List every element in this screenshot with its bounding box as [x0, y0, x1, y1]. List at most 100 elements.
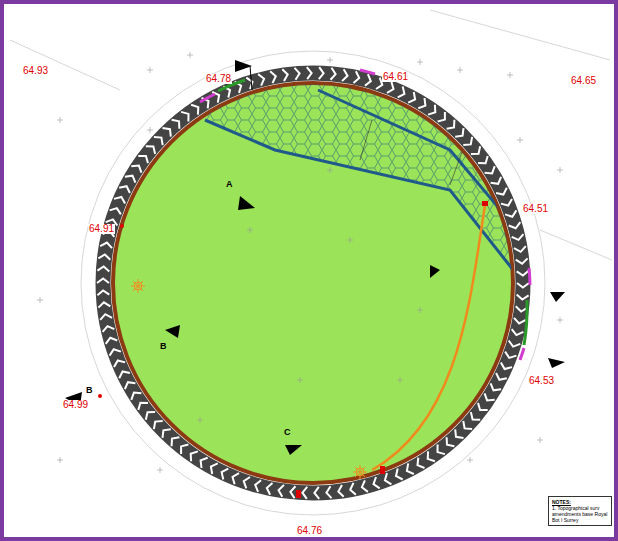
chevron [362, 480, 368, 492]
chevron [138, 156, 148, 163]
survey-cross [147, 127, 153, 133]
survey-cross [557, 317, 563, 323]
chevron [100, 243, 112, 249]
chevron [438, 112, 445, 122]
spot-level: 64.78 [205, 74, 232, 84]
section-letter: B [160, 342, 167, 351]
chevron [270, 71, 276, 83]
chevron [471, 146, 480, 154]
survey-cross [397, 377, 403, 383]
hatched-zone [100, 60, 540, 300]
chevron [290, 486, 295, 498]
chevron [211, 463, 218, 474]
survey-cross [347, 237, 353, 243]
points [98, 201, 488, 498]
section-letter: C [284, 428, 291, 437]
chevron [496, 188, 507, 195]
chevron [331, 68, 336, 80]
chevron [485, 166, 495, 173]
chevron [307, 67, 312, 79]
chevron [163, 128, 171, 137]
chevron [131, 166, 141, 173]
chevron [302, 487, 307, 499]
spot-level: 64.76 [296, 526, 323, 536]
chevron [387, 82, 394, 93]
survey-cross [187, 52, 193, 58]
survey-cross [457, 67, 463, 73]
survey-cross [157, 467, 163, 473]
chevron [418, 98, 425, 108]
survey-cross [417, 307, 423, 313]
survey-cross [327, 57, 333, 63]
chevron [509, 341, 521, 347]
chevron [438, 445, 445, 455]
chevron [110, 208, 121, 214]
spot-level: 64.61 [382, 72, 409, 82]
chevron [125, 382, 135, 389]
chevron [354, 71, 360, 83]
chevron [98, 302, 110, 307]
chevron [512, 234, 524, 240]
chevron [478, 403, 488, 410]
edge-marks [200, 70, 530, 360]
chevron [119, 186, 130, 193]
spot-level: 64.65 [570, 76, 597, 86]
chevron [512, 329, 524, 335]
chevron [501, 199, 512, 206]
notes-box: NOTES:1. Topographical surv amendments b… [548, 496, 612, 526]
section-arrows [65, 60, 565, 455]
survey-cross [37, 297, 43, 303]
chevron [154, 137, 163, 145]
survey-cross [557, 167, 563, 173]
chevron [447, 120, 455, 129]
chevron [396, 469, 403, 480]
green-marks [218, 80, 527, 345]
chevron [319, 67, 324, 79]
chevron [181, 112, 188, 122]
chevron [163, 429, 171, 438]
section-letter: B [86, 386, 93, 395]
survey-cross [297, 377, 303, 383]
chevron [244, 477, 250, 488]
notes-heading: NOTES: [552, 499, 608, 505]
chevron [398, 87, 405, 98]
chevron [485, 393, 495, 400]
survey-cross [417, 59, 423, 65]
cable-route [372, 205, 485, 470]
chevron [98, 255, 110, 260]
chevron [97, 290, 109, 295]
chevron [119, 372, 130, 379]
spot-level: 64.91 [88, 224, 115, 234]
survey-cross [147, 67, 153, 73]
spot-level: 64.53 [528, 376, 555, 386]
chevron [222, 469, 229, 480]
chevron [138, 403, 148, 410]
chevron [514, 318, 526, 324]
survey-cross [57, 117, 63, 123]
chevron [374, 477, 380, 488]
chevron [338, 485, 343, 497]
chevron [501, 362, 512, 369]
chevron [418, 458, 425, 468]
chevron [350, 483, 356, 495]
chevron [455, 429, 463, 438]
chevron [255, 480, 261, 492]
chevron [191, 451, 198, 461]
chevron [463, 421, 472, 429]
chevron [267, 483, 273, 495]
chevron [100, 314, 112, 320]
chevron [154, 421, 163, 429]
chevron [258, 74, 264, 86]
chevron [365, 74, 371, 86]
chevron [314, 487, 319, 499]
survey-crosses [37, 52, 563, 473]
survey-cross [247, 227, 253, 233]
chevron [326, 486, 331, 498]
chevron [463, 137, 472, 145]
chevron [131, 393, 141, 400]
spot-level: 64.99 [62, 400, 89, 410]
survey-cross [57, 457, 63, 463]
chevron [295, 68, 300, 80]
chevron [110, 349, 121, 355]
section-letter: A [226, 180, 233, 189]
